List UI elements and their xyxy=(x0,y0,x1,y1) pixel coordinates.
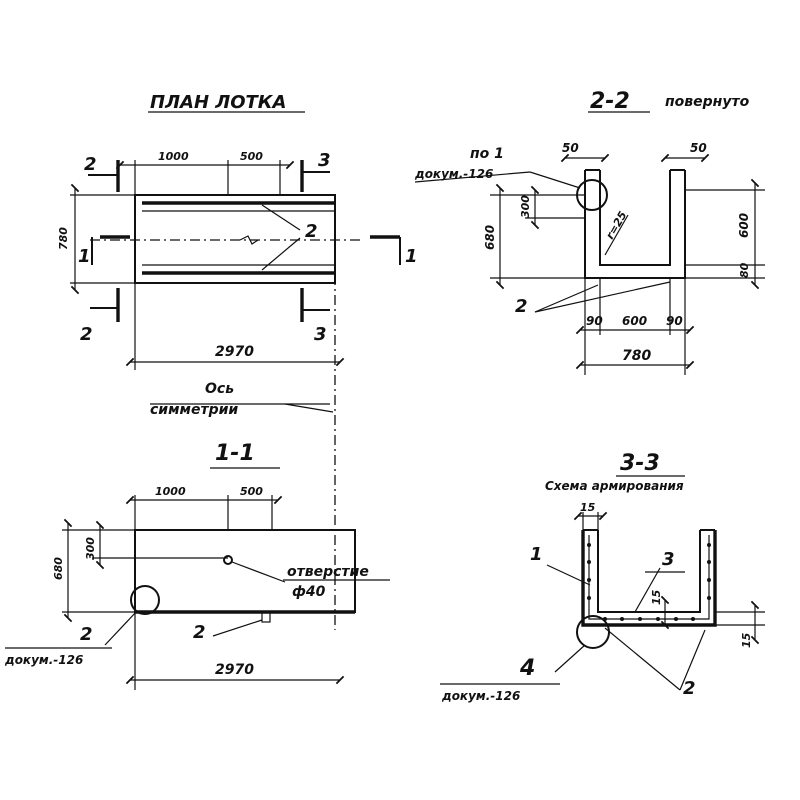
s33-dim-15c: 15 xyxy=(740,632,753,648)
hole-label-line1: отверстие xyxy=(287,564,369,580)
plan-section-2-bottom: 2 xyxy=(80,324,93,345)
plan-callout-2: 2 xyxy=(305,221,318,242)
plan-dim-1000: 1000 xyxy=(158,150,189,163)
section-2-2-callout-leader-a xyxy=(534,284,599,313)
s11-dim-500: 500 xyxy=(240,485,263,498)
axis-label-leader xyxy=(284,403,334,413)
plan-callout-2-leader-b xyxy=(261,237,301,271)
section-3-3-title: 3-3 xyxy=(620,451,660,476)
s11-dim-2970: 2970 xyxy=(215,662,254,678)
dim-600: 600 xyxy=(737,213,751,238)
radius-label: r=25 xyxy=(603,209,629,242)
plan-section-1-right: 1 xyxy=(405,246,418,267)
s33-dim-15: 15 xyxy=(580,501,596,514)
s11-detail-circle xyxy=(130,585,160,615)
dim-90-left: 90 xyxy=(586,314,603,328)
axis-label-line2: симметрии xyxy=(150,402,238,418)
reinf-outer-profile xyxy=(581,530,717,627)
detail-1-doc-underline xyxy=(414,171,531,183)
section-2-2-callout-leader-b xyxy=(534,281,671,313)
dim-50-right: 50 xyxy=(690,141,707,155)
hole-label-line2: ф40 xyxy=(292,584,326,600)
plan-dim-500: 500 xyxy=(240,150,263,163)
dim-50-left: 50 xyxy=(562,141,579,155)
s11-dim-300: 300 xyxy=(84,537,97,560)
dim-90-right: 90 xyxy=(666,314,683,328)
detail-1-leader xyxy=(529,171,581,189)
plan-break-mark xyxy=(239,235,259,245)
plan-dim-2970: 2970 xyxy=(215,344,254,360)
detail-1-ref: по 1 xyxy=(470,146,504,162)
s11-insert xyxy=(261,611,271,623)
plan-view: ПЛАН ЛОТКА 1000 500 780 2 2 3 xyxy=(57,92,418,630)
s33-callout-1: 1 xyxy=(530,544,543,565)
axis-label-line1: Ось xyxy=(205,381,234,397)
s33-dim-15b: 15 xyxy=(650,589,663,605)
section-3-3-subtitle: Схема армирования xyxy=(545,479,684,493)
plan-section-3-bottom: 3 xyxy=(314,324,327,345)
s11-callout-2a: 2 xyxy=(80,624,93,645)
radius-leader xyxy=(604,214,629,256)
s33-callout-3-leader xyxy=(634,567,661,613)
dim-80: 80 xyxy=(738,262,751,278)
s11-callout-2b: 2 xyxy=(193,622,206,643)
hole-circle xyxy=(223,555,233,565)
s11-callout-2b-leader xyxy=(212,619,263,637)
s33-callout-2-leader-b xyxy=(679,629,706,691)
hole-leader xyxy=(231,561,286,583)
dim-600-bottom: 600 xyxy=(622,314,647,328)
section-2-2-title: 2-2 xyxy=(590,89,630,114)
plan-section-3-top: 3 xyxy=(318,150,331,171)
dim-680: 680 xyxy=(483,225,497,250)
dim-300: 300 xyxy=(519,195,532,218)
reinf-inner-profile xyxy=(597,530,701,613)
s33-ref-doc: докум.-126 xyxy=(441,689,520,703)
section-1-1-title: 1-1 xyxy=(215,441,255,466)
s11-dim-1000: 1000 xyxy=(155,485,186,498)
section-2-2: 2-2 повернуто по 1 докум.-126 50 50 680 … xyxy=(414,89,765,375)
trough-outer-profile xyxy=(584,170,686,279)
s33-callout-4-leader xyxy=(554,644,586,673)
s11-callout-2a-leader xyxy=(104,610,138,646)
plan-dim-780: 780 xyxy=(57,227,70,250)
s11-ref-doc: докум.-126 xyxy=(4,653,83,667)
plan-callout-2-leader-a xyxy=(261,204,301,231)
section-1-1: 1-1 отверстие ф40 1000 500 680 300 2 док… xyxy=(4,441,390,690)
section-2-2-callout-2: 2 xyxy=(515,296,528,317)
trough-inner-profile xyxy=(599,170,671,266)
s11-dim-680: 680 xyxy=(52,557,65,580)
plan-section-2-top: 2 xyxy=(84,154,97,175)
plan-section-1-left: 1 xyxy=(78,246,91,267)
dim-780: 780 xyxy=(622,348,651,364)
section-3-3: 3-3 Схема армирования 15 1 3 xyxy=(440,451,765,703)
s33-callout-4: 4 xyxy=(519,656,535,681)
plan-title: ПЛАН ЛОТКА xyxy=(150,92,286,113)
rebar-line xyxy=(588,535,710,620)
s33-callout-1-leader xyxy=(546,564,591,586)
s33-callout-2-leader-a xyxy=(604,627,681,691)
section-2-2-subtitle: повернуто xyxy=(665,94,750,110)
rebar-dots xyxy=(587,543,711,621)
s33-callout-3: 3 xyxy=(662,549,675,570)
s33-detail-circle xyxy=(576,615,610,649)
s33-callout-2: 2 xyxy=(683,678,696,699)
